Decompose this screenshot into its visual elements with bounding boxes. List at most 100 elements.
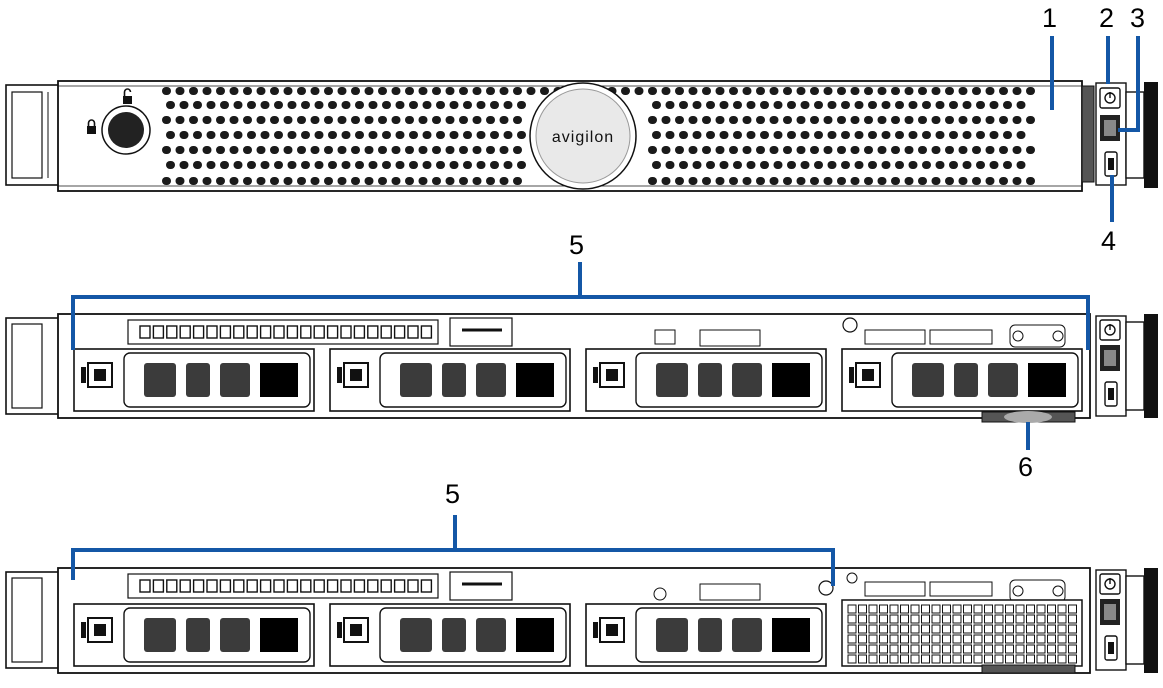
- vent-hole: [827, 161, 837, 169]
- filler-cell: [879, 634, 888, 644]
- drive-bay[interactable]: [329, 348, 571, 412]
- filler-cell: [889, 624, 899, 634]
- vent-hole: [661, 146, 671, 154]
- vent-hole: [206, 131, 216, 139]
- filler-cell: [931, 654, 941, 664]
- slot-cell: [326, 579, 339, 593]
- vent-hole: [800, 131, 810, 139]
- vent-hole: [945, 177, 954, 185]
- vent-hole: [229, 87, 239, 95]
- vent-hole: [351, 146, 360, 154]
- filler-cell: [994, 614, 1004, 624]
- vent-hole: [449, 161, 459, 169]
- filler-cell: [1057, 624, 1067, 634]
- slot-cell: [367, 579, 379, 593]
- filler-cell: [963, 614, 972, 624]
- vent-hole: [247, 161, 256, 169]
- callout-1-label: 1: [1042, 3, 1058, 33]
- vent-hole: [364, 87, 374, 95]
- vent-hole: [715, 87, 725, 95]
- filler-cell: [1026, 614, 1035, 624]
- vent-hole: [769, 116, 779, 124]
- vent-hole: [679, 161, 688, 169]
- slot-cell: [139, 325, 151, 339]
- padlock-locked-icon: [87, 119, 96, 134]
- vent-hole: [459, 87, 468, 95]
- vent-hole: [868, 161, 877, 169]
- vent-hole: [827, 131, 837, 139]
- vent-hole: [746, 101, 756, 109]
- callout-4-label: 4: [1101, 226, 1117, 256]
- vent-hole: [179, 131, 189, 139]
- vent-hole: [854, 161, 864, 169]
- vent-hole: [405, 87, 414, 95]
- vent-hole: [436, 101, 445, 109]
- vent-hole: [769, 146, 779, 154]
- pull-tab: [981, 664, 1076, 674]
- vent-hole: [476, 161, 486, 169]
- filler-cell: [1068, 604, 1077, 614]
- vent-hole: [1026, 87, 1035, 95]
- filler-cell: [963, 654, 972, 664]
- vent-hole: [702, 87, 711, 95]
- drive-bay[interactable]: [841, 348, 1083, 412]
- filler-cell: [1015, 604, 1025, 614]
- vent-hole: [796, 146, 806, 154]
- vent-hole: [706, 161, 715, 169]
- drive-bay[interactable]: [73, 603, 315, 667]
- filler-cell: [931, 604, 941, 614]
- filler-cell: [1047, 614, 1056, 624]
- vent-hole: [692, 161, 702, 169]
- vent-hole: [1016, 131, 1026, 139]
- vent-hole: [351, 116, 360, 124]
- vent-hole: [652, 161, 661, 169]
- filler-cell: [984, 634, 993, 644]
- vent-hole: [378, 116, 387, 124]
- vent-hole: [904, 87, 914, 95]
- vent-hole: [175, 116, 185, 124]
- vent-hole: [355, 131, 364, 139]
- slot-cell: [340, 579, 352, 593]
- vent-hole: [760, 131, 769, 139]
- vent-hole: [729, 116, 738, 124]
- drive-bay[interactable]: [585, 603, 827, 667]
- vent-hole: [891, 177, 900, 185]
- slot-cell: [152, 325, 165, 339]
- filler-cell: [889, 614, 899, 624]
- filler-cell: [910, 634, 920, 644]
- vent-hole: [422, 131, 432, 139]
- vent-hole: [999, 87, 1008, 95]
- vent-hole: [841, 131, 850, 139]
- slot-cell: [407, 325, 419, 339]
- vent-hole: [179, 101, 189, 109]
- filler-cell: [900, 644, 909, 654]
- drive-bay[interactable]: [73, 348, 315, 412]
- vent-hole: [229, 146, 239, 154]
- vent-hole: [540, 87, 549, 95]
- vent-hole: [665, 131, 675, 139]
- filler-cell: [847, 624, 857, 634]
- drive-bay[interactable]: [329, 603, 571, 667]
- vent-hole: [868, 101, 877, 109]
- slot-cell: [300, 579, 312, 593]
- filler-cell: [868, 614, 878, 624]
- vent-hole: [922, 161, 931, 169]
- filler-cell: [889, 654, 899, 664]
- filler-cell: [1057, 634, 1067, 644]
- slot-cell: [286, 325, 299, 339]
- vent-hole: [463, 161, 472, 169]
- drive-bay[interactable]: [585, 348, 827, 412]
- vent-hole: [378, 87, 387, 95]
- vent-hole: [864, 116, 873, 124]
- vent-hole: [949, 161, 958, 169]
- vent-grid: [162, 87, 1035, 185]
- filler-cell: [1047, 604, 1056, 614]
- vent-hole: [247, 131, 256, 139]
- vent-hole: [814, 131, 823, 139]
- vent-hole: [395, 131, 405, 139]
- vent-hole: [931, 146, 941, 154]
- avigilon-logo: avigilon: [529, 82, 637, 190]
- vent-hole: [202, 146, 212, 154]
- vent-hole: [810, 116, 819, 124]
- filler-cell: [942, 624, 951, 634]
